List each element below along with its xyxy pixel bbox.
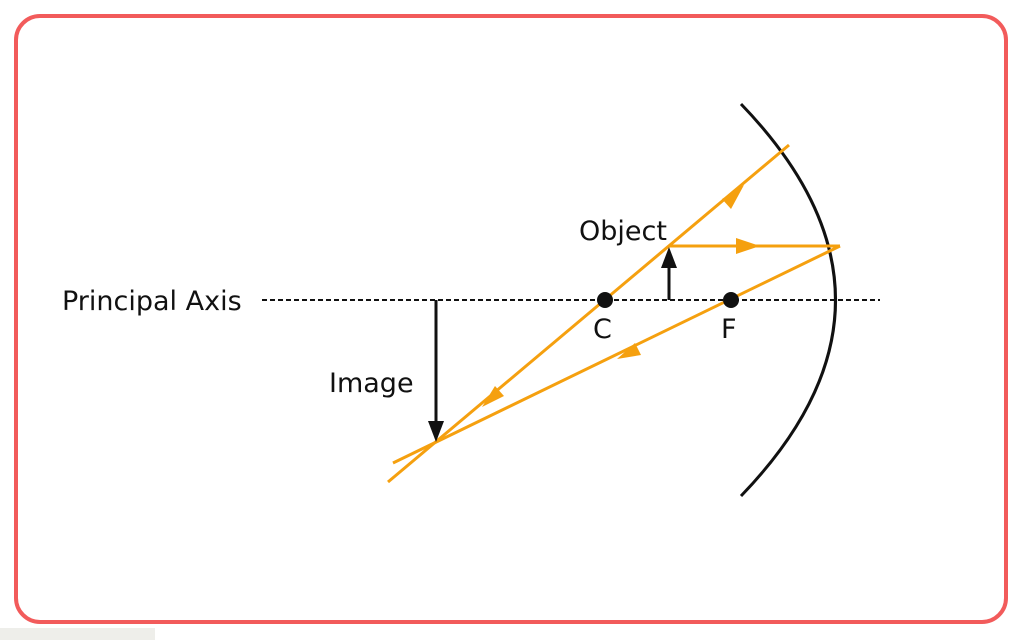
concave-mirror	[739, 102, 837, 498]
object-label: Object	[579, 216, 667, 247]
image-label: Image	[329, 368, 414, 399]
center-of-curvature-label: C	[593, 314, 612, 345]
ray-parallel-reflected	[392, 244, 841, 465]
image-arrowhead	[428, 421, 444, 442]
diagram-frame	[14, 14, 1008, 624]
ray-arrowhead-right	[736, 238, 760, 254]
focus-label: F	[721, 314, 737, 345]
principal-axis-label: Principal Axis	[62, 286, 242, 317]
focus-point	[723, 292, 739, 308]
ray-arrowhead-down-left	[617, 343, 641, 359]
ray-through-center	[387, 143, 790, 484]
ray-arrowhead-up	[722, 185, 744, 209]
ray-arrowhead-lower-left	[482, 386, 504, 407]
object-arrowhead	[661, 247, 677, 268]
corner-tab	[0, 628, 155, 640]
center-of-curvature-point	[597, 292, 613, 308]
